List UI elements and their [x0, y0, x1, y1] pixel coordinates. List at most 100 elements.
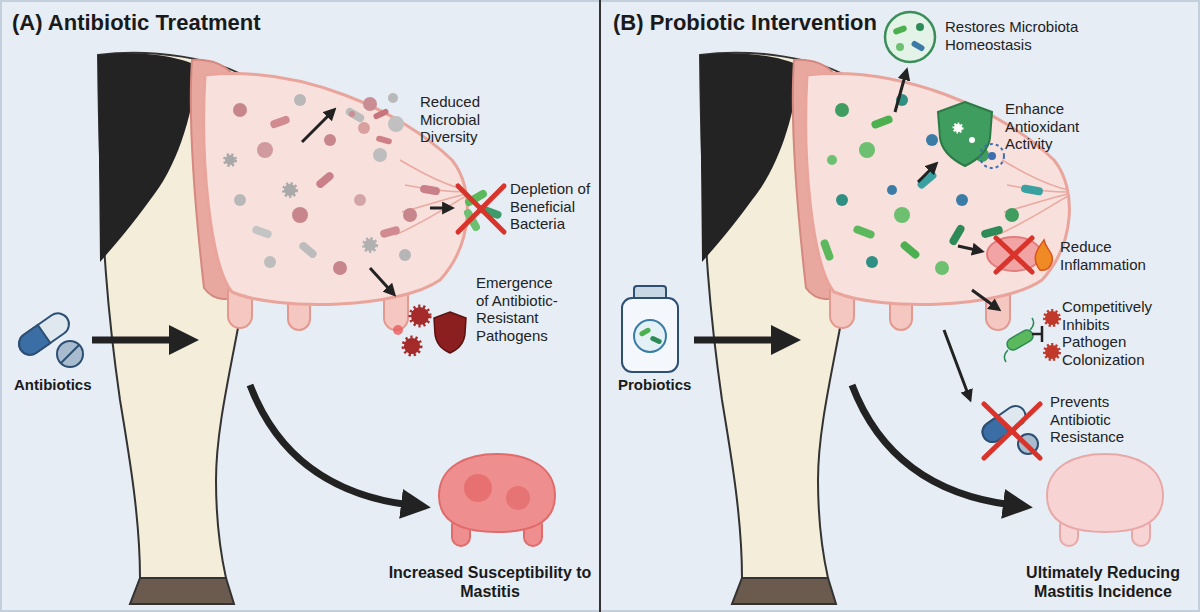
radical-ring	[980, 144, 1004, 168]
panel: (B) Probiotic InterventionProbioticsRest…	[601, 0, 1200, 612]
tablet	[57, 341, 83, 367]
bacterium	[294, 94, 306, 106]
rod-bacterium	[870, 114, 893, 129]
pathogen	[411, 307, 429, 325]
muted-bacteria	[225, 94, 441, 275]
resistant-pathogen-icon	[404, 307, 466, 354]
effect-arrow	[430, 207, 446, 210]
bacterium	[1005, 208, 1019, 222]
flagella	[1004, 318, 1033, 362]
node-text: Enhance Antioxidant Activity	[1005, 100, 1100, 153]
rod-bacterium	[910, 40, 925, 52]
bacterium	[333, 261, 347, 275]
cross-mark	[984, 404, 1040, 458]
drug-label: Antibiotics	[14, 376, 114, 393]
node-text: Emergence of Antibiotic-Resistant Pathog…	[476, 274, 564, 345]
panel-divider	[599, 0, 601, 612]
probiotic-bacterium	[1005, 328, 1035, 352]
rod-bacterium	[419, 184, 440, 195]
rod-bacterium	[379, 226, 400, 239]
panel-heading: (A) Antibiotic Treatment	[12, 10, 261, 36]
rod-bacterium	[251, 225, 273, 239]
cow-udder	[98, 53, 467, 604]
bottle-body	[622, 298, 678, 372]
healthy-udder	[1047, 454, 1163, 546]
drug-label: Probiotics	[618, 376, 718, 393]
cross-mark	[458, 186, 504, 232]
bacterium	[887, 185, 897, 195]
bacterium	[233, 103, 247, 117]
bacterium	[896, 43, 904, 51]
inhibit-line	[1032, 333, 1042, 336]
rod-bacterium	[899, 240, 921, 260]
cross-mark	[458, 186, 504, 232]
effect-arrow	[895, 76, 905, 112]
rod-bacterium	[650, 335, 663, 345]
no-antibiotic-icon	[979, 402, 1040, 458]
rod-bacterium	[269, 115, 291, 129]
shield	[434, 312, 466, 353]
effect-arrow	[944, 330, 968, 394]
bacterium	[916, 23, 924, 31]
bacterium	[388, 93, 398, 103]
bacterium	[956, 194, 968, 206]
spiky-microbe	[225, 155, 235, 165]
rod-bacterium	[639, 327, 652, 337]
star	[969, 137, 975, 143]
outcome-arrow	[250, 385, 410, 505]
effect-label: Enhance Antioxidant Activity	[1005, 100, 1100, 153]
spiky-microbe	[284, 184, 296, 196]
inflamed-spot	[506, 486, 530, 510]
bacterium	[292, 207, 308, 223]
rod-bacterium	[1020, 184, 1043, 196]
antioxidant-shield-icon	[938, 102, 1004, 168]
rod-bacterium	[819, 238, 834, 261]
node-text: Reduce Inflammation	[1060, 238, 1165, 273]
competitive-inhibition-icon	[1004, 311, 1059, 362]
input-arrow	[92, 337, 178, 344]
depletion-icon	[458, 186, 504, 232]
bacterium	[866, 256, 878, 268]
homeostasis-icon	[885, 12, 935, 62]
rod-bacterium	[375, 135, 392, 145]
node-text: Prevents Antibiotic Resistance	[1050, 393, 1138, 446]
cross-mark	[984, 404, 1040, 458]
radical	[988, 152, 996, 160]
node-text: Ultimately Reducing Mastitis Incidence	[1013, 563, 1193, 601]
panel: (A) Antibiotic TreatmentAntibiotics Reduc…	[0, 0, 599, 612]
inflamed-teat-tip	[393, 325, 403, 335]
effect-label: Prevents Antibiotic Resistance	[1050, 393, 1138, 446]
bacterium	[403, 208, 417, 222]
star	[954, 124, 962, 132]
bacterium	[373, 148, 387, 162]
capsule-half	[15, 325, 51, 359]
node-text: Reduced Microbial Diversity	[420, 93, 502, 146]
rod-bacterium	[298, 241, 318, 260]
rod-bacterium	[980, 225, 1003, 238]
node-text: Increased Susceptibility to Mastitis	[385, 563, 595, 601]
spiky-microbe	[364, 239, 376, 251]
effect-arrow	[918, 168, 932, 182]
effect-label: Reduced Microbial Diversity	[420, 93, 502, 146]
effect-arrow	[370, 268, 390, 290]
node-text: Depletion of Beneficial Bacteria	[510, 180, 596, 233]
rod-bacterium	[315, 171, 335, 190]
bacterium	[835, 103, 849, 117]
pathogen	[1045, 345, 1059, 359]
rod-bacterium	[852, 224, 875, 239]
bacterium	[935, 261, 949, 275]
effect-label: Depletion of Beneficial Bacteria	[510, 180, 596, 233]
tissue	[987, 237, 1041, 271]
inflamed-udder	[439, 454, 555, 546]
input-arrow	[694, 337, 780, 344]
bacterium	[264, 256, 276, 268]
panel-heading: (B) Probiotic Intervention	[613, 10, 877, 36]
capsule-half	[979, 416, 1010, 446]
node-text: Probiotics	[618, 376, 718, 393]
bacterium	[859, 142, 875, 158]
outcome-label: Increased Susceptibility to Mastitis	[385, 563, 595, 601]
pathogen	[1045, 311, 1059, 325]
bacterium	[926, 134, 938, 146]
